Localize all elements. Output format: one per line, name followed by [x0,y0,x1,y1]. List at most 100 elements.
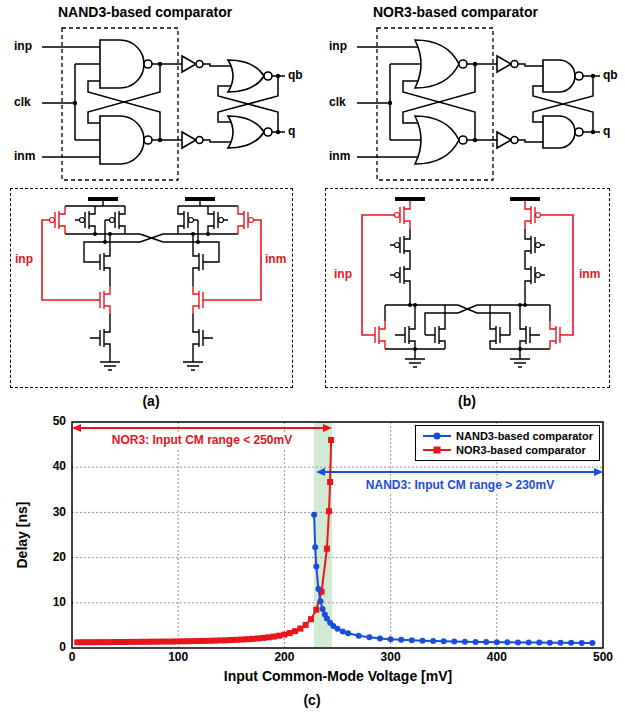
inverter [182,56,203,72]
nor3-curve-marker [133,639,139,645]
nor3-curve-marker [106,639,112,645]
nand3-curve-marker [441,638,447,644]
nand3-curve-marker [504,639,510,645]
nor3-curve-marker [303,622,309,628]
nor3-curve-marker [196,638,202,644]
panel-title: NOR3-based comparator [373,4,538,20]
nand3-half [140,199,261,370]
axis-tick-label: 0 [59,641,66,655]
signal-name: qb [603,69,618,83]
nor3-curve-marker [80,639,86,645]
axis-tick-label: 40 [53,460,66,474]
nand3-curve-marker [430,638,436,644]
gate-diagram-a [42,28,285,180]
nor-gate [228,116,272,148]
nor3-curve-marker [207,638,213,644]
axis-tick-label: 100 [168,651,188,665]
signal-name: inm [579,268,600,282]
inverter [497,132,518,148]
plot-frame [72,422,603,648]
nor3-curve-marker [143,639,149,645]
nand3-curve-marker [315,586,321,592]
nand3-curve-marker [345,630,351,636]
nor3-curve-marker [260,635,266,641]
nor3-curve-marker [96,639,102,645]
wires [42,47,285,157]
legend-entry: NAND3-based comparator [422,429,593,443]
nor-gate [228,60,272,92]
grid [72,422,603,648]
legend-text: NAND3-based comparator [456,430,593,442]
legend-marker [434,447,441,454]
nand3-curve-marker [483,639,489,645]
panel-label: (c) [303,692,320,708]
legend-sample [422,431,452,441]
overlap-band [314,423,332,647]
signal-name: qb [288,69,303,83]
signal-name: clk [14,96,31,110]
nand3-curve-marker [579,640,585,646]
transistor-schematic-b [362,199,573,367]
nor3-curve-marker [326,508,332,514]
nand3-curve-marker [451,639,457,645]
nand3-curve-marker [462,639,468,645]
transistor-schematic-a [42,199,261,370]
nor3-curve-marker [117,639,123,645]
nor3-curve-line [77,440,331,642]
axis-tick-label: 50 [53,415,66,429]
nand3-curve-marker [536,640,542,646]
range-arrow [72,424,332,432]
nor3-curve-marker [327,479,333,485]
nand3-curve-marker [311,512,317,518]
nand3-curve-marker [366,634,372,640]
range-arrow [316,468,603,476]
nand3-curve-marker [312,544,318,550]
nor3-curve-marker [159,639,165,645]
nor3-curve-marker [186,638,192,644]
signal-name: inp [329,40,347,54]
nand-gate [543,116,583,148]
nand-gate [100,116,152,164]
nor3-curve-marker [175,638,181,644]
nor3-curve-marker [101,639,107,645]
nor3-curve-marker [191,638,197,644]
nand3-curve-marker [340,628,346,634]
range-annotation: NAND3: Input CM range > 230mV [364,479,556,493]
nand3-curve-marker [558,640,564,646]
nand3-curve-marker [335,626,341,632]
nand3-curve-marker [568,640,574,646]
nand3-curve-marker [398,637,404,643]
axis-tick-label: 20 [53,551,66,565]
nor3-curve-marker [181,638,187,644]
nor3-curve-marker [250,636,256,642]
signal-name: inm [265,253,286,267]
nor3-curve-marker [287,630,293,636]
nor3-curve-marker [170,639,176,645]
nor3-half [458,199,573,367]
nor3-curve-marker [281,632,287,638]
nand3-curve-marker [420,638,426,644]
nor3-curve-marker [218,637,224,643]
panel-label: (a) [142,393,159,409]
axis-tick-label: 500 [593,651,613,665]
nor3-curve-marker [90,639,96,645]
nor3-curve-marker [228,637,234,643]
nor3-curve-marker [266,634,272,640]
nand-gate [100,40,152,88]
nor3-curve-marker [297,626,303,632]
nor3-curve-marker [154,639,160,645]
nand3-curve-marker [589,640,595,646]
signal-name: inm [14,150,35,164]
axis-tick-label: 30 [53,506,66,520]
nor3-curve-marker [328,437,334,443]
nor3-curve-marker [234,637,240,643]
inverter [497,56,518,72]
nor3-curve-marker [255,635,261,641]
nor3-curve-marker [74,639,80,645]
nor-gate [415,116,467,164]
nor3-curve-marker [85,639,91,645]
signal-name: inp [334,268,352,282]
nor3-curve-marker [202,638,208,644]
signal-name: inp [15,253,33,267]
